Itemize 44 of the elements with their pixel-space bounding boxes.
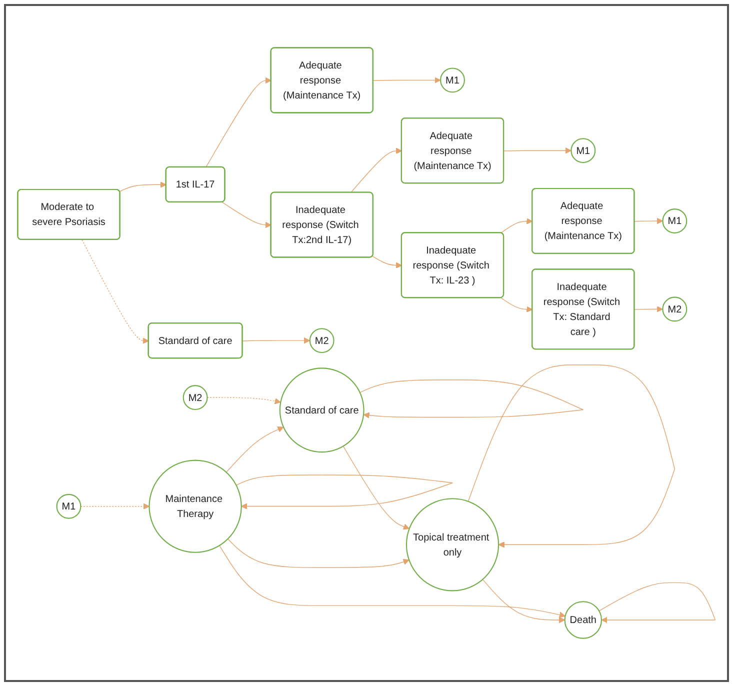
process-box: 1st IL-17 [165, 166, 226, 202]
arrow [222, 202, 272, 228]
arrow [482, 579, 566, 624]
process-box: Inadequate response (Switch Tx:2nd IL-17) [270, 192, 374, 258]
arrow [500, 298, 533, 313]
process-box: Adequate response (Maintenance Tx) [400, 118, 504, 184]
arrow [598, 582, 716, 624]
arrow [242, 337, 310, 344]
arrow [236, 474, 453, 510]
state-circle: Topical treatment only [406, 498, 500, 592]
state-circle: M1 [662, 208, 688, 234]
process-box: Inadequate response (Switch Tx: Standard care ) [532, 268, 635, 350]
state-circle: Standard of care [279, 368, 364, 453]
arrow [468, 364, 676, 548]
process-box: Adequate response (Maintenance Tx) [270, 47, 374, 114]
arrow [342, 446, 410, 530]
process-box: Inadequate response (Switch Tx: IL-23 ) [400, 232, 504, 298]
state-circle: M2 [309, 328, 334, 354]
arrow [119, 182, 166, 192]
arrow [634, 218, 664, 224]
arrow [504, 147, 572, 154]
arrow [80, 503, 150, 510]
arrow [372, 256, 402, 268]
state-circle: M1 [570, 138, 596, 164]
arrow [219, 545, 566, 618]
state-circle: Death [564, 601, 602, 639]
arrow [634, 306, 664, 312]
arrow [500, 218, 533, 234]
process-box: Adequate response (Maintenance Tx) [532, 188, 635, 254]
arrow [360, 380, 584, 418]
arrow [227, 538, 410, 568]
state-circle: M1 [440, 68, 465, 93]
process-box: Moderate to severe Psoriasis [17, 188, 120, 240]
state-circle: M2 [182, 385, 208, 410]
state-circle: M1 [56, 494, 82, 519]
arrow [226, 426, 284, 473]
arrow [82, 239, 149, 344]
arrow [372, 77, 441, 84]
process-box: Standard of care [148, 322, 243, 359]
arrow [350, 148, 402, 193]
arrow [206, 77, 272, 168]
arrow [206, 397, 281, 404]
state-circle: Maintenance Therapy [148, 460, 242, 553]
state-circle: M2 [662, 296, 688, 322]
